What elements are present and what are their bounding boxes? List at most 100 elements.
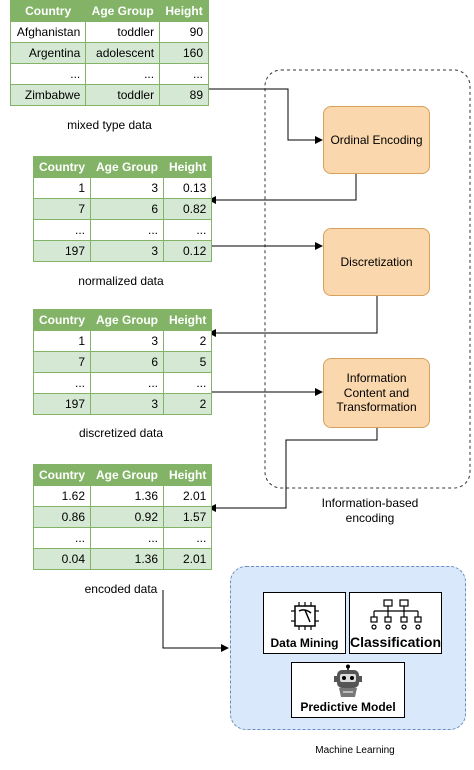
machine-learning-label: Machine Learning <box>315 745 395 756</box>
arrow-information-to-encoded <box>208 428 378 512</box>
cell: 89 <box>159 84 209 106</box>
cell: 1 <box>33 177 91 199</box>
col-header: Country <box>33 156 91 178</box>
cell: 7 <box>33 198 91 220</box>
col-header: Age Group <box>90 309 164 331</box>
classification-label: Classification <box>349 634 442 650</box>
arrow-ordinal-to-normalized <box>208 174 357 204</box>
information-content-box: Information Content and Transformation <box>323 358 430 428</box>
col-header: Age Group <box>90 156 164 178</box>
cell: 0.04 <box>33 548 91 570</box>
cell: 1.57 <box>162 506 213 528</box>
col-header: Height <box>159 0 209 22</box>
table-row: ......... <box>33 219 213 241</box>
hierarchy-icon <box>369 599 422 630</box>
data-mining-label: Data Mining <box>270 636 339 650</box>
cell: 2.01 <box>162 485 213 507</box>
arrow-mixed-to-ordinal <box>209 88 323 144</box>
predictive-model-card: Predictive Model <box>291 662 405 718</box>
table-caption: discretized data <box>78 426 164 440</box>
arrow-discretization-to-discretized <box>208 296 378 337</box>
table-caption: normalized data <box>78 274 164 288</box>
information-encoding-group <box>264 69 471 489</box>
cell: ... <box>159 63 209 85</box>
cell: 160 <box>159 42 209 64</box>
data-mining-card: Data Mining <box>263 592 346 654</box>
machine-learning-box: Data Mining Classification Predictiv <box>230 566 466 730</box>
cell: ... <box>90 219 164 241</box>
col-header: Country <box>33 464 91 486</box>
cell: Zimbabwe <box>9 84 87 106</box>
process-label: Discretization <box>340 254 413 269</box>
pickaxe-chip-icon <box>290 602 319 630</box>
cell: 2 <box>162 330 213 352</box>
table-row: ......... <box>33 527 213 549</box>
process-label: Information Content and Transformation <box>336 371 417 415</box>
col-header: Height <box>162 309 213 331</box>
col-header: Height <box>162 156 213 178</box>
group-label: Information-based encoding <box>321 496 419 525</box>
cell: ... <box>90 372 164 394</box>
cell: 0.13 <box>162 177 213 199</box>
cell: 90 <box>159 21 209 43</box>
col-header: Height <box>162 464 213 486</box>
robot-icon <box>334 664 362 697</box>
col-header: Age Group <box>85 0 161 22</box>
col-header: Country <box>9 0 87 22</box>
cell: adolescent <box>85 42 161 64</box>
cell: 197 <box>33 240 91 262</box>
cell: 0.92 <box>90 506 164 528</box>
cell: 2 <box>162 393 213 415</box>
cell: ... <box>33 527 91 549</box>
cell: ... <box>33 219 91 241</box>
cell: 0.12 <box>162 240 213 262</box>
cell: 0.82 <box>162 198 213 220</box>
cell: Argentina <box>9 42 87 64</box>
ordinal-encoding-box: Ordinal Encoding <box>323 106 430 174</box>
cell: 1.36 <box>90 548 164 570</box>
cell: 6 <box>90 198 164 220</box>
cell: 5 <box>162 351 213 373</box>
process-label: Ordinal Encoding <box>330 132 423 147</box>
table-row: ......... <box>9 63 209 85</box>
cell: 3 <box>90 177 164 199</box>
col-header: Country <box>33 309 91 331</box>
cell: ... <box>33 372 91 394</box>
cell: 197 <box>33 393 91 415</box>
cell: 1 <box>33 330 91 352</box>
cell: 2.01 <box>162 548 213 570</box>
table-caption: mixed type data <box>67 118 152 132</box>
col-header: Age Group <box>90 464 164 486</box>
cell: ... <box>162 372 213 394</box>
cell: ... <box>162 527 213 549</box>
cell: ... <box>85 63 161 85</box>
cell: ... <box>90 527 164 549</box>
discretization-box: Discretization <box>323 228 430 296</box>
cell: Afghanistan <box>9 21 87 43</box>
cell: 3 <box>90 393 164 415</box>
cell: 3 <box>90 240 164 262</box>
cell: toddler <box>85 84 161 106</box>
cell: 1.36 <box>90 485 164 507</box>
cell: ... <box>9 63 87 85</box>
cell: 3 <box>90 330 164 352</box>
table-row: ......... <box>33 372 213 394</box>
cell: 6 <box>90 351 164 373</box>
cell: 7 <box>33 351 91 373</box>
